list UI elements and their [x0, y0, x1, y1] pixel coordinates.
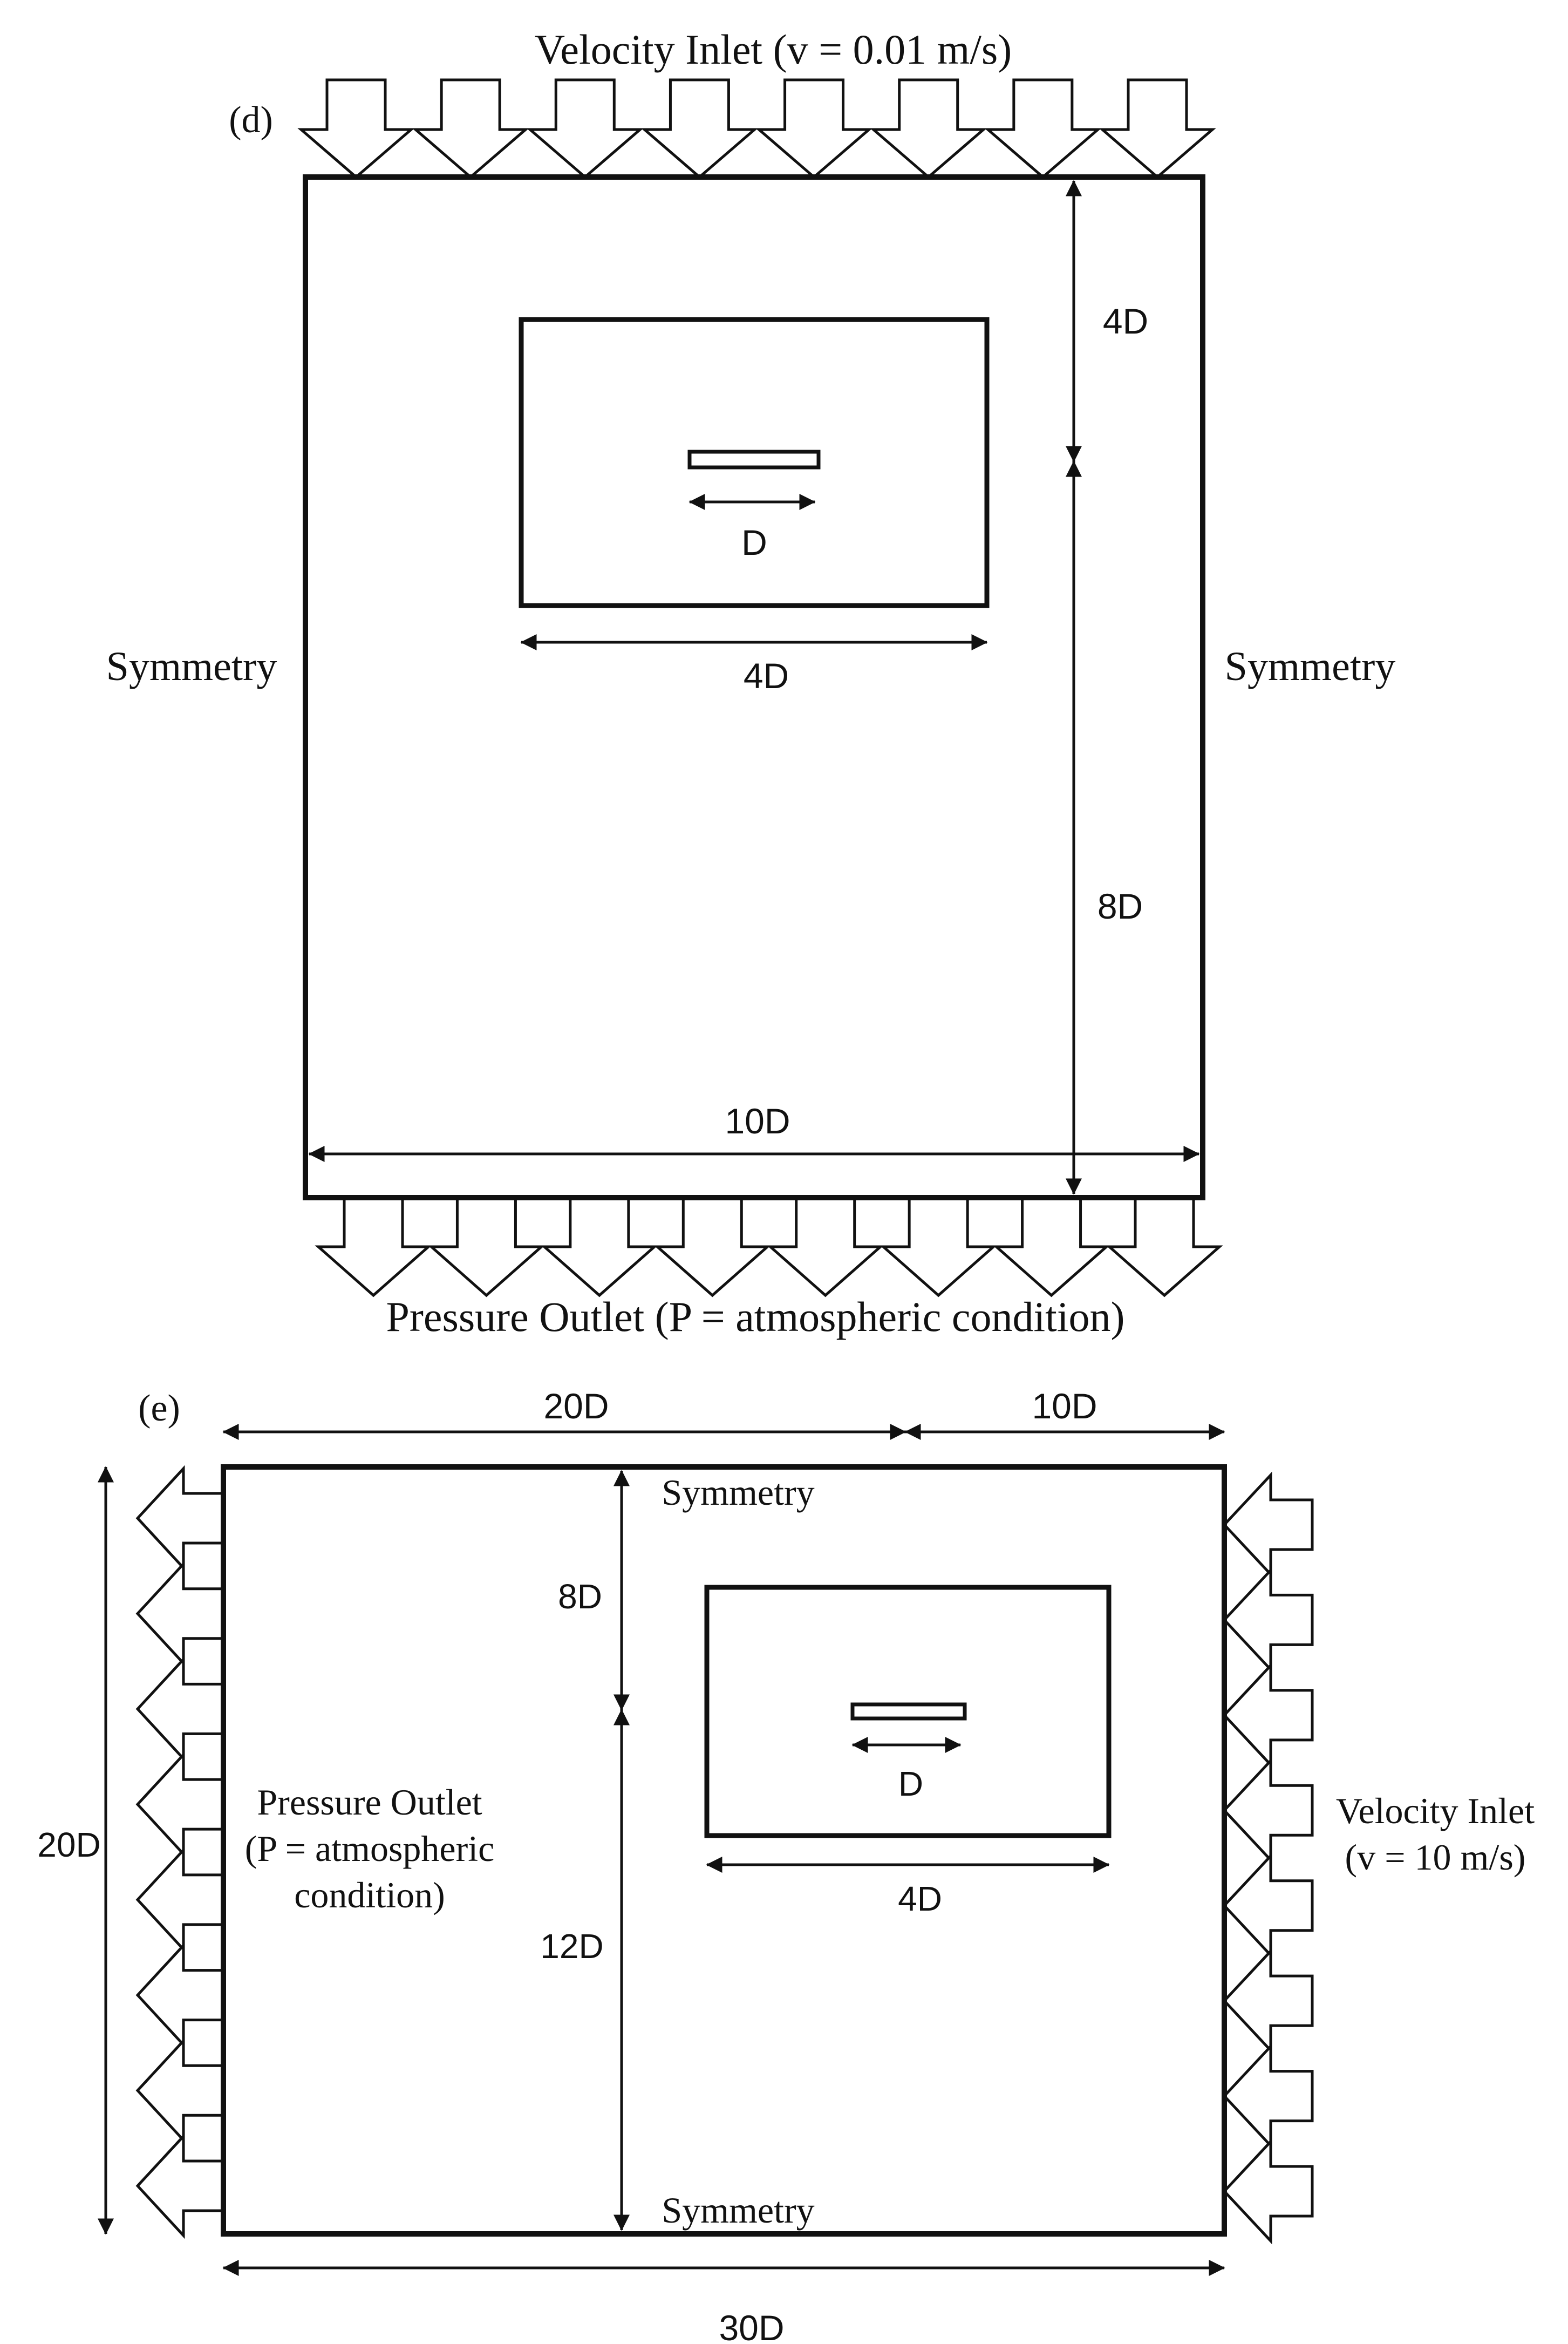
dim-label-top-gap-d: 4D: [1103, 301, 1148, 341]
dim-label-plate-e: D: [898, 1764, 923, 1803]
left-arrow-icon: [135, 1846, 225, 1953]
dim-label-domain-width-e: 30D: [719, 2308, 784, 2344]
symmetry-left-d: Symmetry: [106, 644, 277, 689]
dim-label-plate-d: D: [741, 522, 767, 562]
left-arrow-icon: [135, 1465, 225, 1572]
inner-box-e: [704, 1585, 1112, 1838]
inlet-arrows-top: [297, 78, 1216, 179]
domain-e-outline: [221, 1464, 1227, 2237]
down-arrow-icon: [1106, 1196, 1223, 1297]
dim-label-lower-gap-e: 12D: [540, 1927, 603, 1966]
left-arrow-icon: [135, 1656, 225, 1762]
left-arrow-icon: [1222, 1567, 1314, 1673]
dim-label-upper-gap-e: 8D: [558, 1577, 602, 1616]
pressure-outlet-line2-e: (P = atmospheric: [245, 1828, 495, 1869]
down-arrow-icon: [1099, 78, 1216, 179]
pressure-outlet-label-d: Pressure Outlet (P = atmospheric conditi…: [386, 1293, 1125, 1340]
dim-label-domain-width-d: 10D: [725, 1101, 790, 1141]
outlet-arrows-left: [135, 1465, 225, 2239]
inner-box-d: [519, 317, 990, 608]
left-arrow-icon: [1222, 1662, 1314, 1769]
dim-label-bottom-gap-d: 8D: [1097, 886, 1143, 926]
left-arrow-icon: [135, 2132, 225, 2239]
pressure-outlet-line3-e: condition): [294, 1874, 445, 1915]
down-arrow-icon: [653, 1196, 771, 1297]
left-arrow-icon: [1222, 1947, 1314, 2054]
velocity-inlet-line2-e: (v = 10 m/s): [1345, 1837, 1526, 1878]
down-arrow-icon: [992, 1196, 1110, 1297]
down-arrow-icon: [315, 1196, 432, 1297]
left-arrow-icon: [1222, 1757, 1314, 1864]
down-arrow-icon: [526, 78, 644, 179]
symmetry-right-d: Symmetry: [1225, 644, 1396, 689]
dim-label-top-left-e: 20D: [543, 1386, 609, 1426]
domain-d-outline: [303, 174, 1205, 1200]
left-arrow-icon: [135, 1942, 225, 2048]
velocity-inlet-line1-e: Velocity Inlet: [1336, 1790, 1535, 1831]
outlet-arrows-bottom: [315, 1196, 1223, 1297]
plate-d: [687, 450, 821, 470]
left-arrow-icon: [135, 2037, 225, 2144]
panel-d-label: (d): [229, 99, 273, 141]
velocity-inlet-label-d: Velocity Inlet (v = 0.01 m/s): [535, 26, 1012, 73]
symmetry-bottom-e: Symmetry: [662, 2190, 814, 2231]
left-arrow-icon: [135, 1751, 225, 1858]
panel-e-label: (e): [138, 1388, 180, 1429]
down-arrow-icon: [541, 1196, 658, 1297]
down-arrow-icon: [640, 78, 759, 179]
down-arrow-icon: [984, 78, 1102, 179]
panel-d: (d) Velocity Inlet (v = 0.01 m/s) Pressu…: [106, 26, 1396, 1340]
left-arrow-icon: [135, 1560, 225, 1667]
dim-label-inner-width-d: 4D: [744, 656, 789, 696]
down-arrow-icon: [427, 1196, 546, 1297]
down-arrow-icon: [412, 78, 529, 179]
down-arrow-icon: [869, 78, 987, 179]
left-arrow-icon: [1222, 2043, 1314, 2149]
left-arrow-icon: [1222, 1852, 1314, 1959]
down-arrow-icon: [767, 1196, 884, 1297]
dim-label-inner-width-e: 4D: [898, 1879, 942, 1918]
pressure-outlet-line1-e: Pressure Outlet: [257, 1782, 482, 1823]
left-arrow-icon: [1222, 1471, 1314, 1578]
plate-e: [850, 1702, 967, 1721]
left-arrow-icon: [1222, 2138, 1314, 2245]
dim-label-top-right-e: 10D: [1032, 1386, 1097, 1426]
dim-label-height-e: 20D: [37, 1825, 100, 1864]
down-arrow-icon: [755, 78, 873, 179]
down-arrow-icon: [297, 78, 415, 179]
inlet-arrows-right: [1222, 1471, 1314, 2245]
symmetry-top-e: Symmetry: [662, 1472, 814, 1513]
down-arrow-icon: [880, 1196, 997, 1297]
panel-e: (e) 20D 10D Symmetry Symmetry 8D 12D 20D…: [37, 1386, 1535, 2344]
